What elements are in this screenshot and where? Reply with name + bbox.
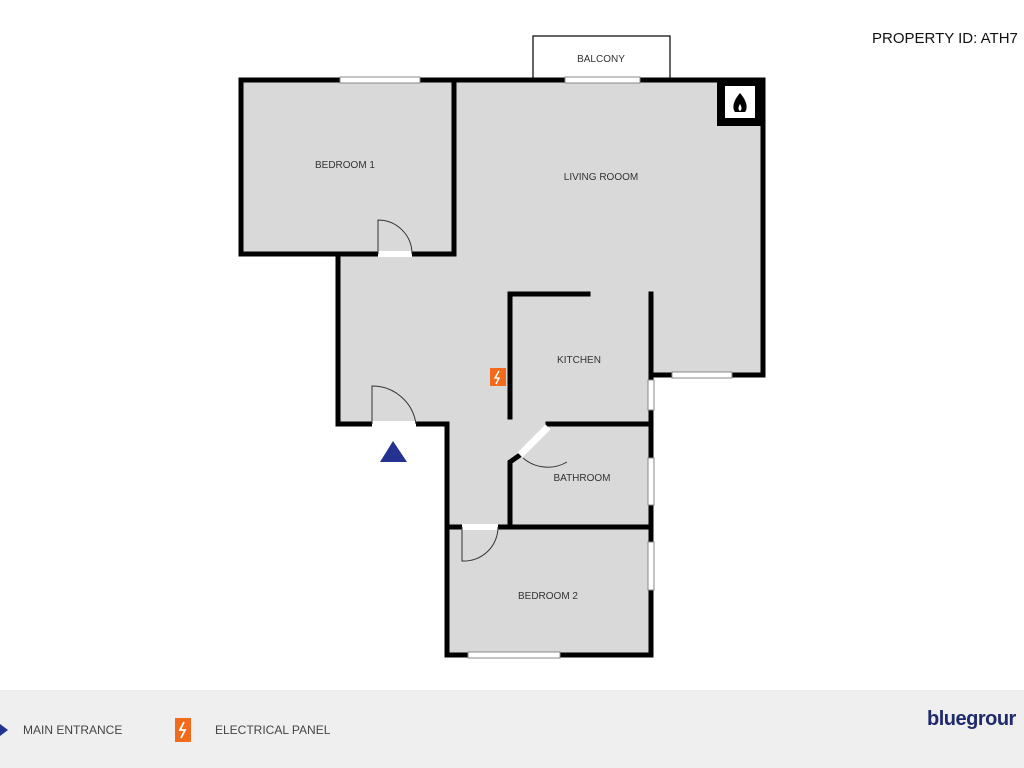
property-id: PROPERTY ID: ATH7 [872, 30, 1018, 47]
floor-plan: BALCONY BEDROOM 1 LIVING ROOOM KITCHEN B… [238, 35, 766, 659]
room-label-bedroom-2: BEDROOM 2 [518, 591, 578, 602]
brand-logo: bluegrour [927, 708, 1016, 730]
room-label-kitchen: KITCHEN [557, 355, 601, 366]
legend-main-entrance: MAIN ENTRANCE [23, 723, 123, 737]
room-label-bedroom-1: BEDROOM 1 [315, 160, 375, 171]
room-label-bathroom: BATHROOM [553, 473, 610, 484]
room-label-balcony: BALCONY [577, 54, 625, 65]
balcony [532, 35, 671, 81]
electrical-panel-icon [490, 368, 506, 386]
main-entrance-triangle-icon [380, 441, 407, 462]
electrical-panel-icon [175, 718, 191, 742]
fireplace-icon [717, 80, 763, 126]
windows [339, 76, 733, 659]
main-entrance-triangle-icon [0, 724, 8, 736]
legend-electrical-panel: ELECTRICAL PANEL [215, 723, 331, 737]
legend-bar: MAIN ENTRANCE ELECTRICAL PANEL bluegrour [0, 690, 1024, 768]
doors [371, 219, 568, 562]
floor [241, 80, 763, 655]
room-label-living-room: LIVING ROOOM [564, 172, 638, 183]
